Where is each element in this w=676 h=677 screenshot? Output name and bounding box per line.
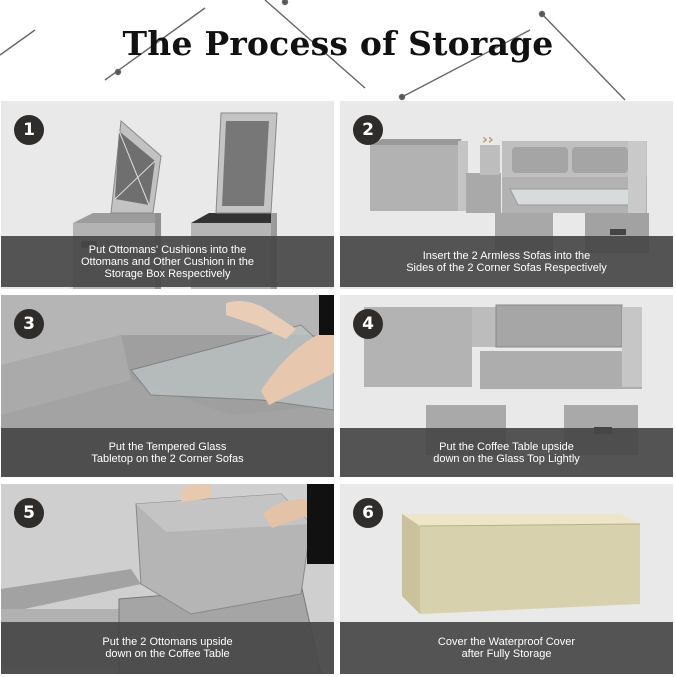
waterproof-cover-illustration [402,514,641,614]
step-panel-1: 1 Put Ottomans' Cushions into the Ottoma… [1,101,334,289]
svg-text:››: ›› [482,132,494,148]
step-caption: Put Ottomans' Cushions into the Ottomans… [1,236,334,287]
glass-tabletop-illustration [1,295,334,477]
step-caption-text: Insert the 2 Armless Sofas into the Side… [406,249,607,274]
step-caption: Insert the 2 Armless Sofas into the Side… [340,236,673,287]
step-panel-2: ›› 2 Insert the 2 Armless Sofas into the… [340,101,673,289]
step-caption-text: Cover the Waterproof Cover after Fully S… [437,636,576,660]
step-number-badge: 3 [14,309,44,339]
step-panel-3: 3 Put the Tempered Glass Tabletop on the… [1,295,334,477]
step-number-badge: 2 [353,115,383,145]
step-caption: Cover the Waterproof Cover after Fully S… [340,622,673,674]
step-caption: Put the Coffee Table upside down on the … [340,428,673,477]
step-caption: Put the 2 Ottomans upside down on the Co… [1,622,334,674]
sofa-assembly-illustration: ›› [370,132,649,253]
step-caption-text: Put the 2 Ottomans upside down on the Co… [102,636,233,660]
step-number-badge: 4 [353,309,383,339]
step-number-badge: 6 [353,498,383,528]
step-caption-text: Put the Coffee Table upside down on the … [433,440,580,465]
step-number-badge: 1 [14,115,44,145]
decorative-lines [0,0,626,101]
step-panel-4: 4 Put the Coffee Table upside down on th… [340,295,673,477]
step-number-badge: 5 [14,498,44,528]
step-caption: Put the Tempered Glass Tabletop on the 2… [1,428,334,477]
step-panel-5: 5 Put the 2 Ottomans upside down on the … [1,484,334,674]
step-caption-text: Put Ottomans' Cushions into the Ottomans… [80,243,255,280]
step-panel-6: 6 Cover the Waterproof Cover after Fully… [340,484,673,674]
step-caption-text: Put the Tempered Glass Tabletop on the 2… [91,440,244,465]
page-title: The Process of Storage [122,24,554,63]
